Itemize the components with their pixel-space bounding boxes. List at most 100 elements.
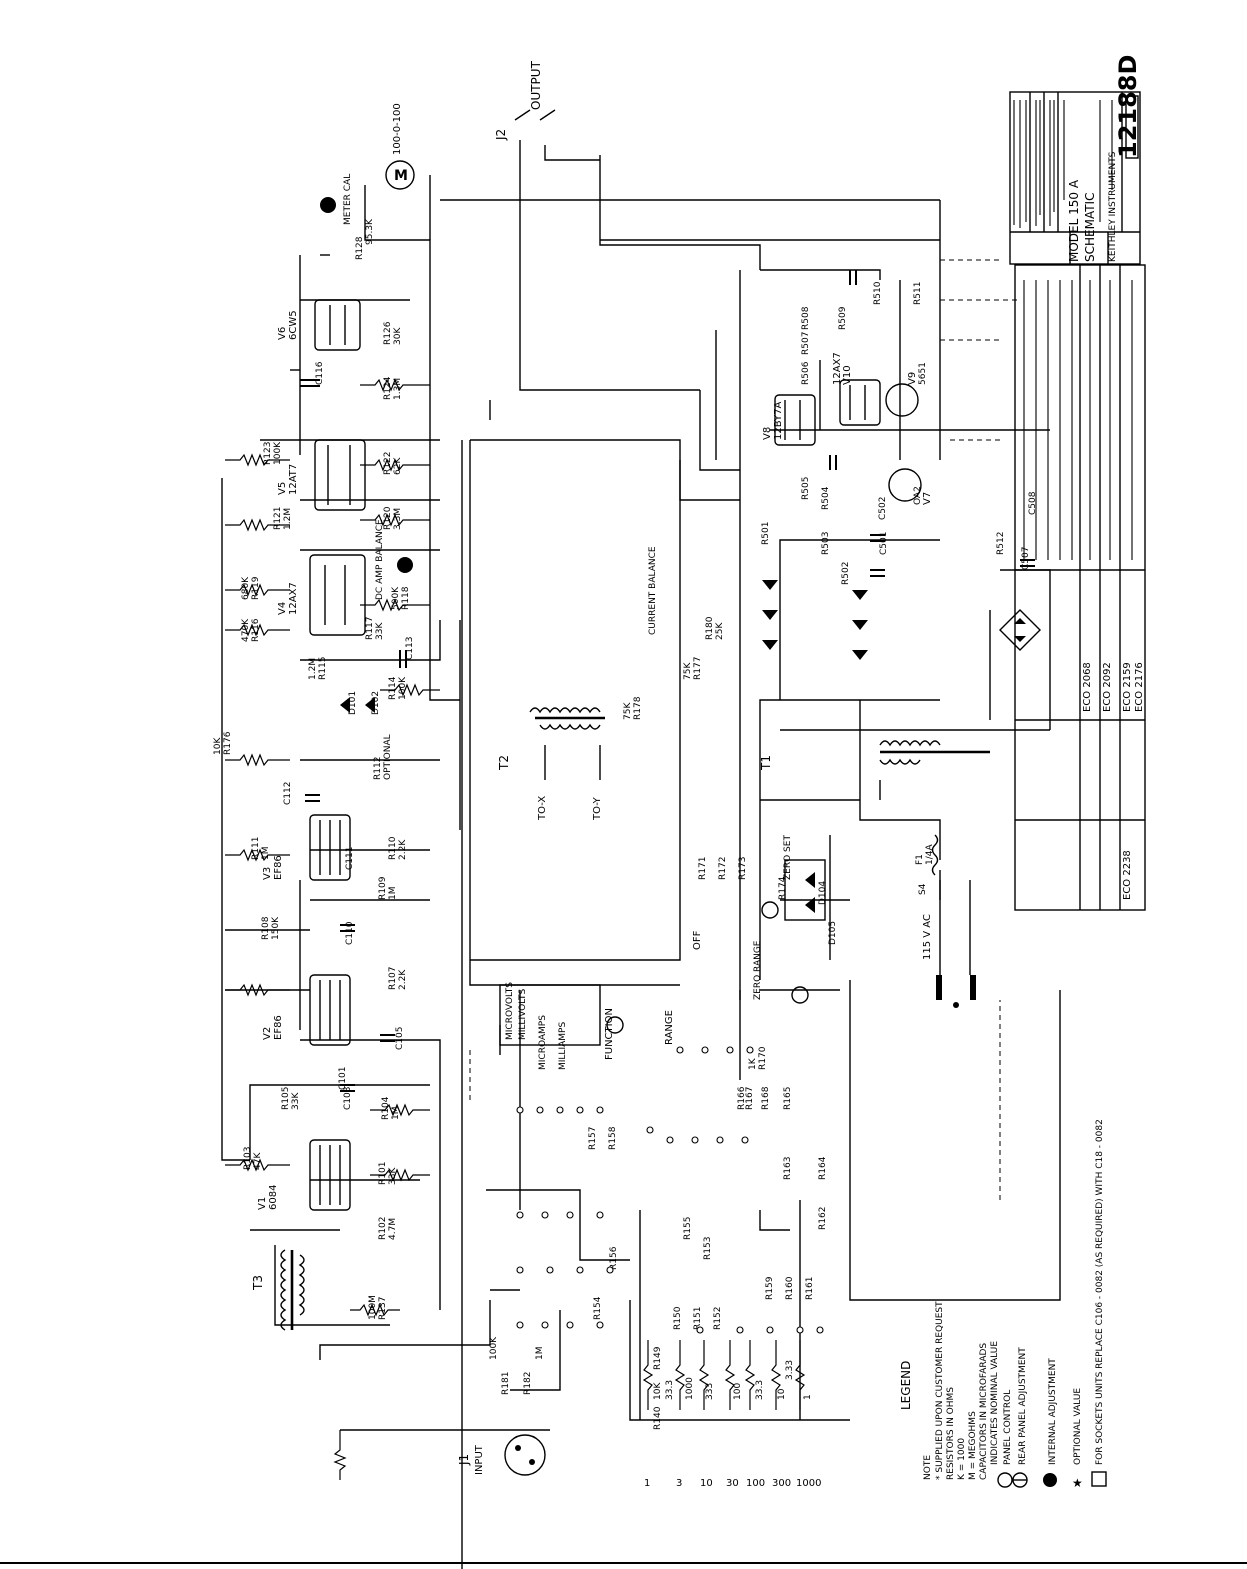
panel-control-icon (997, 1472, 1013, 1488)
r157-ref: R157 (588, 1127, 598, 1150)
tube-v10: V10 12AX7 (832, 352, 881, 426)
t2-label: T2 (497, 755, 511, 771)
range-switch[interactable]: RANGE ZERO RANGE OFF ZERO SET (664, 835, 809, 1045)
r158-ref: R158 (608, 1126, 618, 1150)
revision-b: ECO 2092 (1102, 662, 1113, 712)
r104-value: 1M (391, 1107, 401, 1121)
zero-range-knob-icon[interactable] (791, 986, 809, 1004)
title-block-drawing-type: SCHEMATIC (1083, 193, 1097, 262)
r501-ref: R501 (761, 522, 771, 545)
terminals (516, 1046, 824, 1334)
legend-note-2: RESISTORS IN OHMS (946, 1387, 956, 1480)
r149-ref: R149 (653, 1346, 663, 1370)
r155-ref: R155 (683, 1217, 693, 1240)
tube-v3: V3 EF86 (262, 814, 351, 881)
r161-ref: R161 (805, 1277, 815, 1300)
legend-note-5: CAPACITORS IN MICROFARADS (979, 1343, 989, 1480)
r504-ref: R504 (821, 486, 831, 510)
revision-c: ECO 2159 (1122, 662, 1133, 712)
tube-v7-ref: V7 (922, 492, 933, 505)
transformer-t2: T2 TO-X TO-Y (497, 707, 605, 821)
r177-ref: R177 (693, 657, 703, 680)
input-ref: J1 (457, 1454, 471, 1466)
off-label: OFF (692, 930, 703, 950)
function-switch[interactable]: MICROVOLTS MILLIVOLTS MICROAMPS MILLIAMP… (499, 982, 624, 1070)
r150-ref: R150 (673, 1306, 683, 1330)
internal-adjustment-icon (1043, 1473, 1057, 1487)
r509-ref: R509 (838, 306, 848, 330)
r116-ref: R116 (251, 618, 261, 642)
legend-note-1: * SUPPLIED UPON CUSTOMER REQUEST (935, 1301, 945, 1480)
tube-v8-ref: V8 (762, 427, 773, 440)
r145-value: 33.3 (755, 1380, 765, 1400)
main-wiring (221, 140, 1061, 1569)
r112-ref: R112 (373, 757, 383, 780)
output-connector: J2 OUTPUT (494, 60, 556, 141)
function-label: FUNCTION (604, 1008, 615, 1060)
c111-ref: C111 (345, 847, 355, 870)
meter-scale: 100-0-100 (392, 103, 403, 155)
r147-value: 3.33 (785, 1360, 795, 1380)
r142-value: 1000 (685, 1377, 695, 1400)
r182-value: 1M (535, 1347, 545, 1361)
title-block-model: MODEL 150 A (1067, 179, 1081, 262)
tube-v7: V7 OA2 (888, 468, 933, 505)
d105-ref: D105 (828, 921, 838, 945)
r101-value: 33K (388, 1167, 398, 1185)
f1-value: 1/4A (925, 844, 935, 865)
c101-ref: C101 (338, 1067, 348, 1090)
input-label: INPUT (474, 1444, 485, 1475)
tube-v2-ref: V2 (262, 1027, 273, 1040)
tube-v1: V1 6084 (257, 1139, 351, 1211)
zero-range-label: ZERO RANGE (753, 940, 763, 1000)
r508-ref: R508 (801, 306, 811, 330)
r178-ref: R178 (633, 696, 643, 720)
r117-ref: R117 (365, 617, 375, 640)
c508-ref: C508 (1028, 491, 1038, 515)
r163-ref: R163 (783, 1157, 793, 1180)
component-labels: R123 100K R121 1.2M R119 680K R116 470K … (213, 281, 1038, 1395)
r174-ref: R174 (778, 876, 788, 900)
r108-ref: R108 (261, 916, 271, 940)
dc-amp-balance-adjust-icon (397, 557, 413, 573)
balance-controls: CURRENT BALANCE DC AMP BALANCE (375, 519, 658, 635)
capacitors (300, 270, 1035, 1092)
power-cord (931, 834, 976, 1008)
r119-ref: R119 (251, 576, 261, 600)
transformer-t1: T1 (759, 740, 990, 771)
r121-value: 1.2M (283, 508, 293, 530)
r159-ref: R159 (765, 1276, 775, 1300)
title-block-company: KEITHLEY INSTRUMENTS (1108, 151, 1118, 262)
zero-set-knob-icon[interactable] (761, 901, 779, 919)
d104-ref: D104 (818, 881, 828, 905)
c501-ref: C501 (879, 532, 889, 555)
tube-v7-type: OA2 (913, 486, 923, 505)
r114-value: 100K (398, 676, 408, 700)
r124-value: 1.3M (393, 378, 403, 400)
tube-v4-ref: V4 (277, 602, 288, 615)
range-mult-5: 100 (746, 1478, 765, 1489)
tube-v2: V2 EF86 (262, 974, 351, 1046)
r144-value: 100 (733, 1383, 743, 1400)
function-knob-icon[interactable] (606, 1016, 624, 1034)
r128-ref: R128 (355, 236, 365, 260)
tube-v5-ref: V5 (277, 482, 288, 495)
meter: M 100-0-100 METER CAL R128 95.3K (320, 103, 415, 260)
r102-ref: R102 (378, 1217, 388, 1240)
meter-cal-label: METER CAL (343, 174, 353, 225)
output-ref: J2 (494, 129, 508, 141)
r507-ref: R507 (801, 332, 811, 355)
r151-ref: R151 (693, 1307, 703, 1330)
range-mult-1: 1 (644, 1478, 650, 1489)
r116-value: 470K (241, 618, 251, 642)
c105-ref: C105 (395, 1027, 405, 1050)
r111-ref: R111 (251, 837, 261, 860)
transformer-t3: T3 (251, 1249, 305, 1331)
optional-value-icon: ★ (1072, 1476, 1083, 1490)
tube-v9-ref: V9 (907, 372, 918, 385)
r140-ref: R140 (653, 1406, 663, 1430)
r118-ref: R118 (401, 586, 411, 610)
tube-v3-type: EF86 (273, 855, 284, 880)
